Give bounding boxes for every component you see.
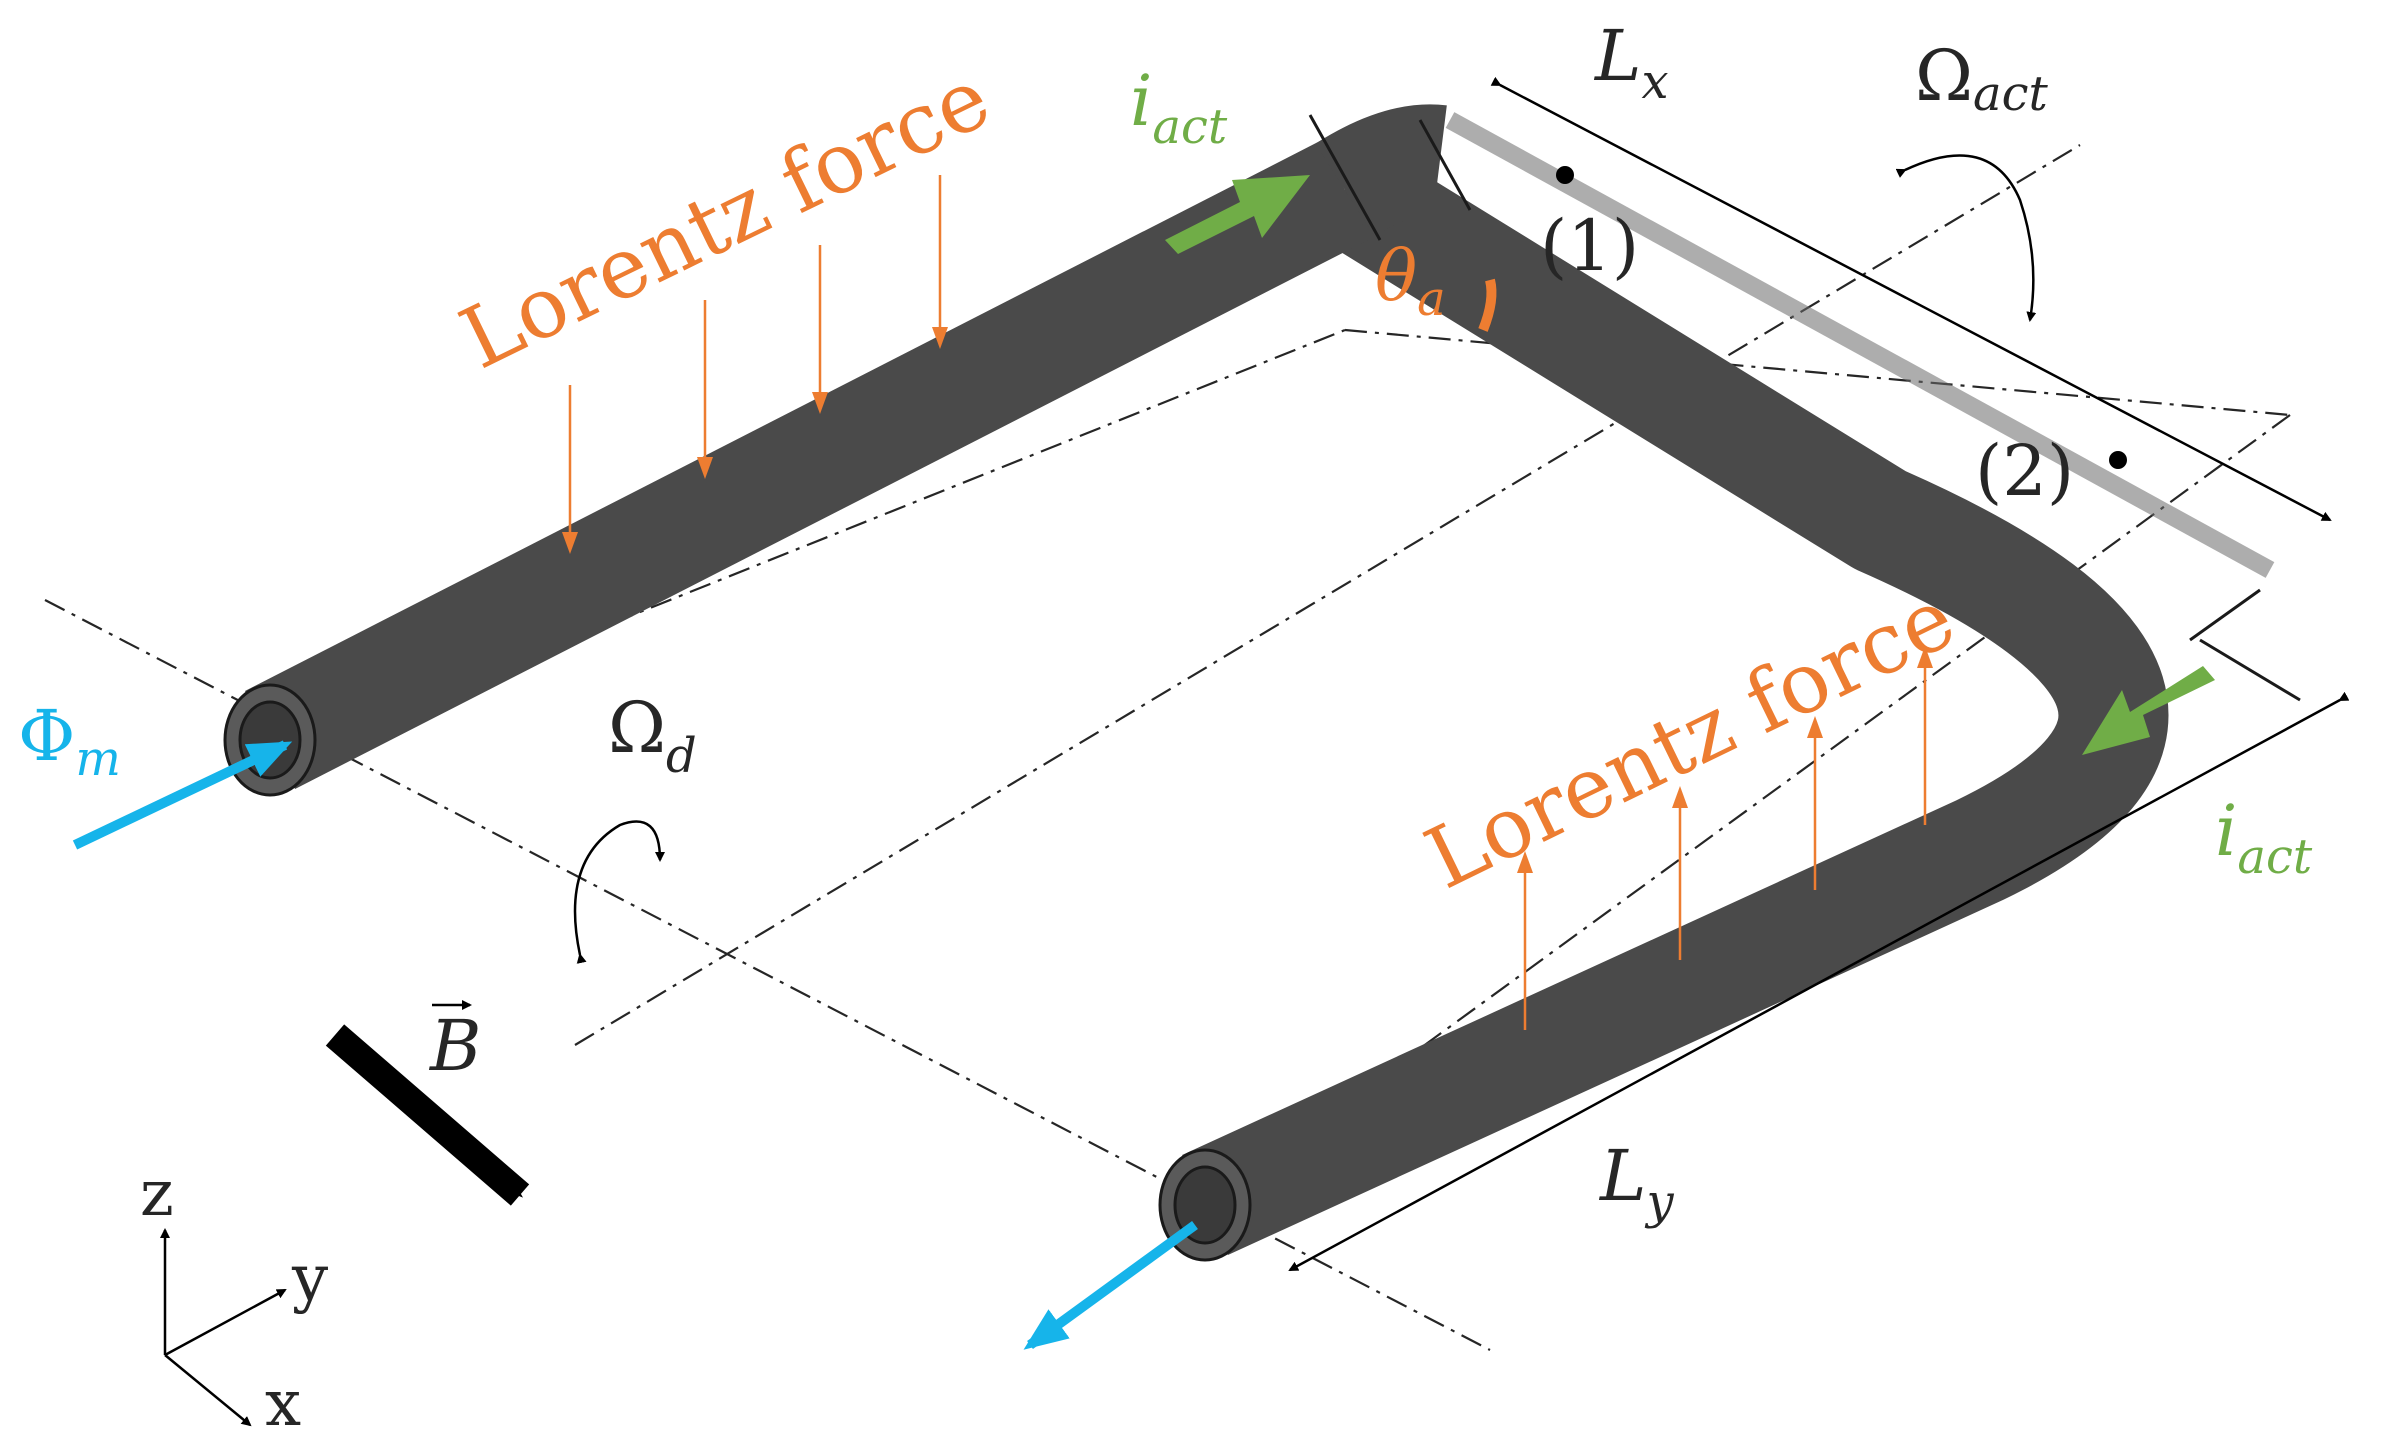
flux-arrow-in	[72, 740, 293, 850]
b-field-label: B	[428, 1005, 481, 1087]
omega-act-label: Ωact	[1915, 35, 2049, 122]
tube-joint-1	[1308, 114, 1382, 241]
point-2-dot	[2109, 451, 2127, 469]
tube-corner-left	[1315, 104, 1447, 237]
omega-d-main: Ω	[608, 687, 666, 769]
b-field-arrow	[325, 1024, 530, 1206]
L-x-main: L	[1593, 15, 1641, 97]
lorentz-arrows-top	[562, 175, 948, 554]
lorentz-force-top-label: Lorentz force	[446, 48, 1005, 388]
tube-body	[1182, 143, 2169, 1256]
theta-a-label: θa	[1375, 235, 1446, 327]
lorentz-arrows-bottom	[1517, 646, 1933, 1030]
phi-m-sub: m	[75, 731, 121, 787]
flux-arrow-out	[1023, 1220, 1198, 1350]
rest-plane-top	[1344, 328, 2291, 417]
omega-d-rotation-arrow	[573, 820, 665, 964]
omega-act-sub: act	[1973, 66, 2049, 122]
i-act-top-sub: act	[1152, 99, 1228, 155]
i-act-right-sub: act	[2237, 829, 2313, 885]
L-y-main: L	[1598, 1135, 1646, 1217]
tube-joint-3	[2189, 588, 2261, 642]
dimension-Ly	[1288, 691, 2350, 1272]
current-arrows	[1165, 175, 2215, 755]
phi-m-main: Φ	[18, 695, 75, 777]
L-y-sub: y	[1644, 1174, 1674, 1230]
omega-act-rotation-arrow	[1895, 154, 2037, 322]
theta-a-main: θ	[1375, 235, 1417, 317]
L-x-sub: x	[1641, 54, 1668, 110]
theta-a-sub: a	[1417, 271, 1446, 327]
i-act-top-main: i	[1130, 60, 1152, 142]
point-1-dot	[1556, 166, 1574, 184]
axis-y-label: y	[291, 1242, 328, 1316]
current-arrow-right	[2082, 666, 2215, 755]
tube-left-arm	[244, 141, 1371, 789]
i-act-top-label: iact	[1130, 60, 1228, 155]
rotation-arrows	[573, 154, 2037, 964]
theta-angle-arc	[1478, 278, 1497, 332]
L-y-label: Ly	[1598, 1135, 1674, 1230]
point-2-label: (2)	[1975, 430, 2074, 512]
L-x-label: Lx	[1593, 15, 1669, 110]
omega-act-main: Ω	[1915, 35, 1973, 117]
coordinate-axes	[160, 1228, 287, 1427]
rest-plane-right	[1204, 414, 2291, 1206]
omega-d-sub: d	[666, 728, 697, 784]
b-field-label-group: B	[428, 1000, 481, 1087]
i-act-right-main: i	[2215, 790, 2237, 872]
axis-z-label: z	[140, 1157, 174, 1231]
phi-m-label: Φm	[18, 695, 121, 787]
tube-joint-4	[2199, 638, 2301, 702]
tube-joint-2	[1418, 119, 1472, 211]
axis-x-label: x	[265, 1367, 301, 1441]
flux-arrows	[72, 740, 1198, 1350]
current-arrow-top	[1165, 175, 1310, 254]
point-1-label: (1)	[1540, 205, 1639, 287]
axis-x-arrow	[164, 1354, 252, 1427]
omega-d-label: Ωd	[608, 687, 697, 784]
axis-y-arrow	[164, 1288, 287, 1357]
i-act-right-label: iact	[2215, 790, 2313, 885]
